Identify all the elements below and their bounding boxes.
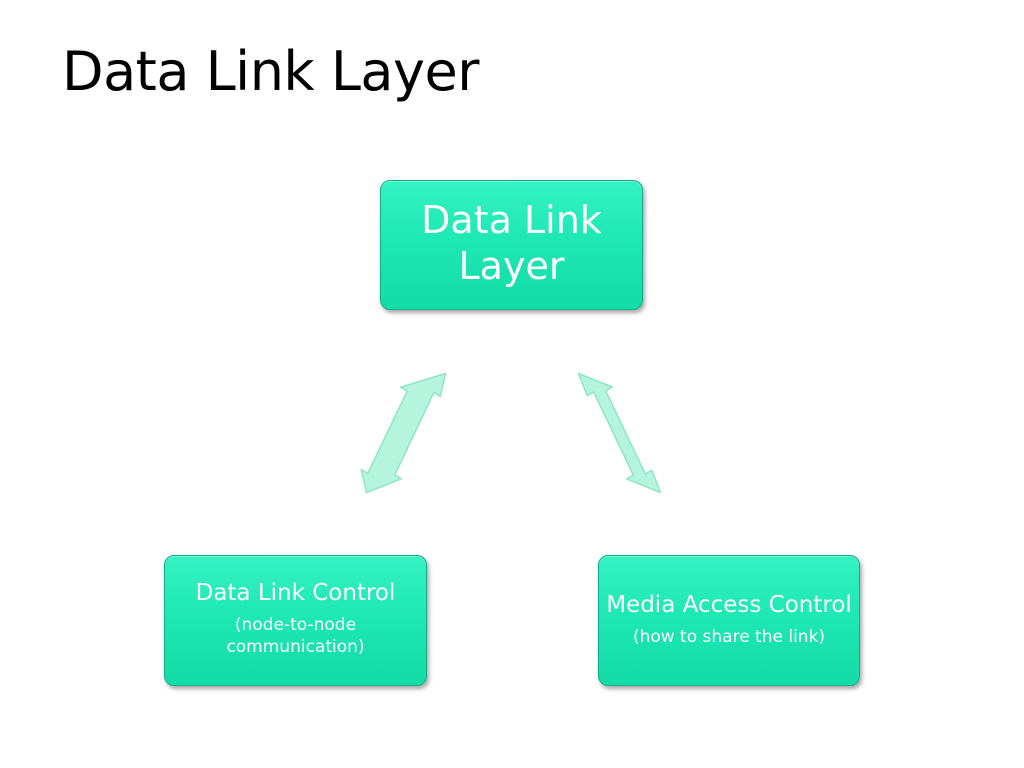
node-data-link-layer: Data Link Layer (380, 180, 643, 310)
node-media-access-control: Media Access Control (how to share the l… (598, 555, 860, 686)
node-media-access-control-note: (how to share the link) (632, 627, 826, 647)
node-data-link-control-label: Data Link Control (195, 580, 396, 606)
arrow-top-left (360, 372, 447, 494)
node-data-link-layer-label: Data Link Layer (421, 198, 602, 288)
node-data-link-control: Data Link Control (node-to-node communic… (164, 555, 427, 686)
slide-title: Data Link Layer (62, 40, 479, 103)
arrow-top-right (577, 372, 662, 494)
node-data-link-control-note: (node-to-node communication) (226, 615, 365, 657)
node-media-access-control-label: Media Access Control (606, 592, 852, 618)
